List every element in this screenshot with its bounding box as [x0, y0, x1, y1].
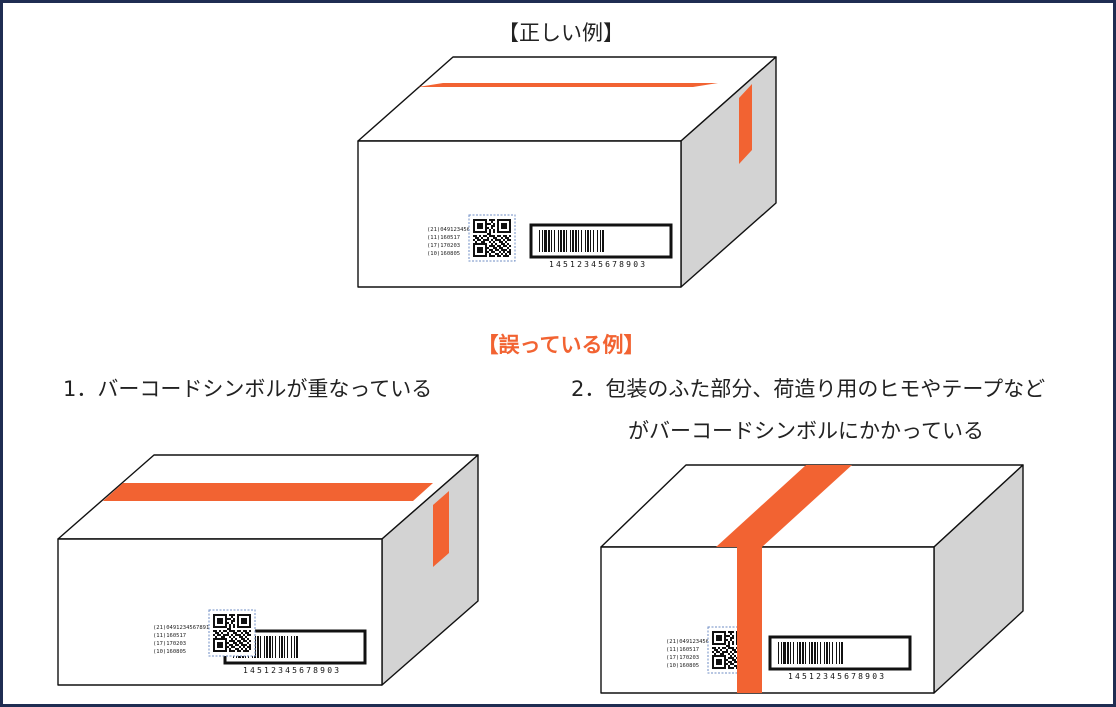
- label-text-line: (10)160805: [666, 663, 699, 669]
- label-text-line: (21)0491234567891: [153, 625, 209, 631]
- wrong-case-2-caption-line1: 2．包装のふた部分、荷造り用のヒモやテープなど: [571, 377, 1046, 401]
- wrong-example-1-box: (21)0491234567891 (11)160517 (17)170203 (10…: [57, 454, 479, 686]
- barcode-icon: [529, 223, 673, 259]
- wrong-example-title: 【誤っている例】: [477, 333, 645, 357]
- packing-tape: [737, 547, 762, 693]
- label-text-line: (21)0491234567891: [666, 639, 722, 645]
- wrong-case-1-caption: 1．バーコードシンボルが重なっている: [63, 377, 433, 401]
- label-text-line: (10)160805: [153, 649, 186, 655]
- label-text-line: (17)170203: [153, 641, 186, 647]
- correct-example-title: 【正しい例】: [498, 21, 624, 45]
- barcode-icon: [768, 635, 912, 671]
- wrong-case-2-caption-line2: がバーコードシンボルにかかっている: [628, 419, 984, 443]
- packing-tape: [433, 491, 449, 567]
- correct-example-box: (21)0491234567891 (11)160517 (17)170203 (10…: [357, 56, 777, 288]
- packing-tape: [716, 465, 852, 547]
- qr-code-icon: [208, 609, 256, 657]
- barcode-digits: 14512345678903: [788, 672, 886, 681]
- label-text-line: (11)160517: [427, 235, 460, 241]
- label-text-line: (11)160517: [153, 633, 186, 639]
- label-text-line: (17)170203: [427, 243, 460, 249]
- label-text-line: (11)160517: [666, 647, 699, 653]
- packing-tape: [418, 83, 718, 87]
- shipping-label: (21)0491234567891 (11)160517 (17)170203 (10…: [153, 609, 367, 675]
- qr-code-icon: [468, 214, 516, 262]
- barcode-digits: 14512345678903: [549, 260, 647, 269]
- barcode-digits: 14512345678903: [243, 666, 341, 675]
- label-text-line: (21)0491234567891: [427, 227, 483, 233]
- wrong-example-2-box: (21)0491234567891 (11)160517 (17)170203 (10…: [600, 464, 1024, 694]
- packing-tape: [739, 84, 752, 164]
- shipping-label: (21)0491234567891 (11)160517 (17)170203 (10…: [666, 626, 912, 681]
- packing-tape: [103, 483, 433, 501]
- label-text-line: (10)160805: [427, 251, 460, 257]
- shipping-label: (21)0491234567891 (11)160517 (17)170203 (10…: [427, 214, 673, 269]
- label-text-line: (17)170203: [666, 655, 699, 661]
